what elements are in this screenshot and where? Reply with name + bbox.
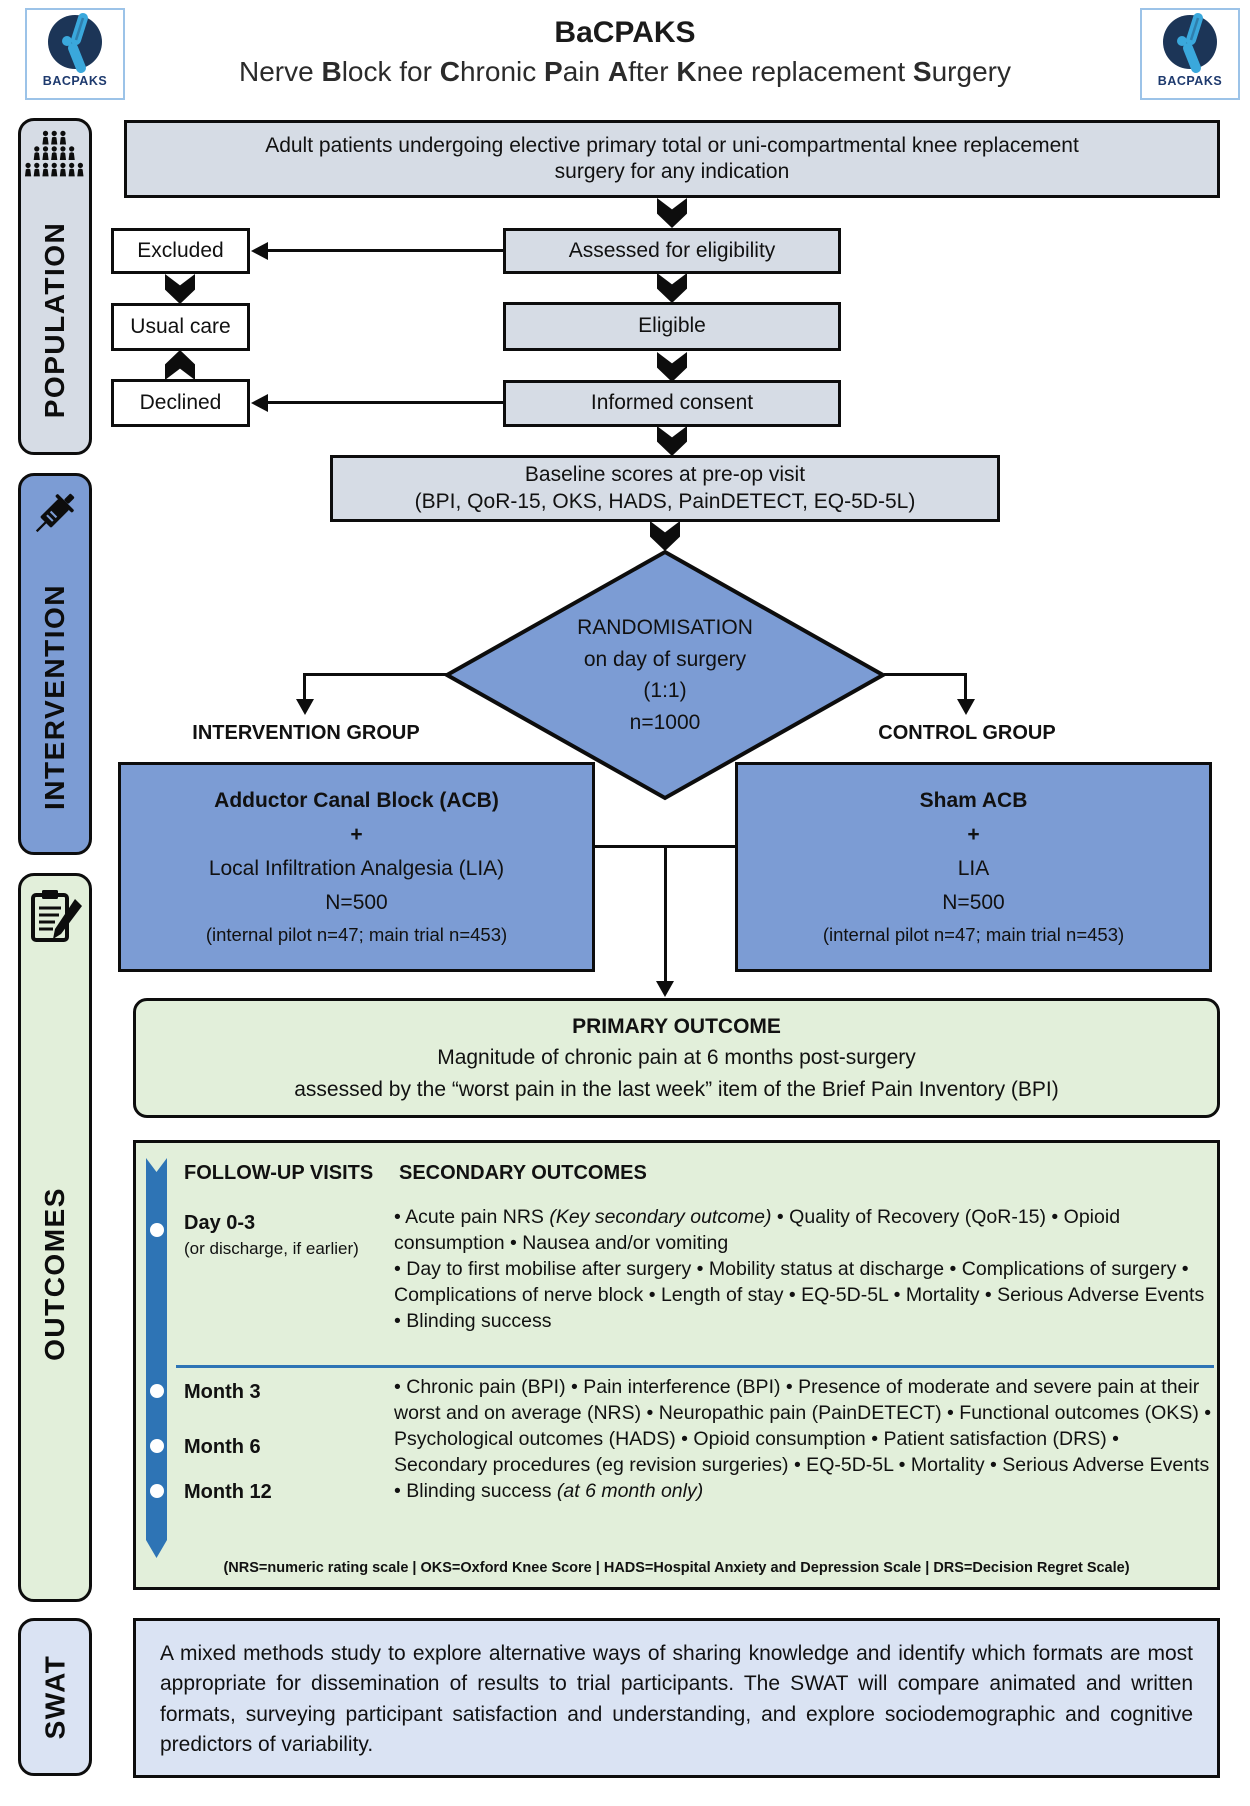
followup-visits-header: FOLLOW-UP VISITS [184, 1162, 374, 1184]
timeline-dot-day03 [149, 1223, 164, 1237]
control-treatment2: LIA [957, 857, 990, 881]
timeline-dot-month3 [149, 1384, 164, 1398]
connector-vertical [663, 845, 667, 983]
primary-outcome-line1: Magnitude of chronic pain at 6 months po… [437, 1046, 916, 1070]
visit-month12-label: Month 12 [184, 1481, 272, 1503]
arrowhead-left-declined [251, 394, 268, 412]
informed-consent-label: Informed consent [590, 391, 754, 415]
knee-joint-icon [48, 13, 102, 73]
control-group-label: CONTROL GROUP [878, 722, 1056, 744]
secondary-outcomes-block1: • Acute pain NRS (Key secondary outcome)… [394, 1206, 1205, 1332]
arrowhead-down-primary-outcome [656, 981, 674, 997]
sidebar-label-swat: SWAT [39, 1654, 70, 1740]
sidebar-tab-population: POPULATION [18, 118, 92, 455]
sidebar-tab-swat: SWAT [18, 1618, 92, 1776]
secondary-outcomes-box: FOLLOW-UP VISITS SECONDARY OUTCOMES Day … [133, 1140, 1220, 1590]
sidebar-label-intervention: INTERVENTION [39, 584, 71, 810]
usual-care-label: Usual care [130, 314, 231, 338]
primary-outcome-box: PRIMARY OUTCOME Magnitude of chronic pai… [133, 998, 1220, 1118]
informed-consent-box: Informed consent [503, 380, 841, 427]
randomisation-line4: n=1000 [629, 710, 701, 734]
visit-month3-label: Month 3 [184, 1381, 261, 1403]
randomisation-line2: on day of surgery [583, 647, 747, 671]
assessed-label: Assessed for eligibility [568, 238, 776, 262]
sidebar-tab-outcomes: OUTCOMES [18, 873, 92, 1602]
declined-box: Declined [111, 379, 250, 427]
arrow-line-assessed-to-excluded [266, 249, 503, 252]
timeline-dot-month6 [149, 1439, 164, 1453]
visit-day03-sub: (or discharge, if earlier) [184, 1239, 359, 1258]
population-criteria-text: Adult patients undergoing elective prima… [265, 133, 1079, 183]
logo-text: BACPAKS [1157, 74, 1223, 88]
logo-text: BACPAKS [42, 74, 108, 88]
arrow-line-informed-to-declined [266, 401, 503, 404]
eligible-box: Eligible [503, 302, 841, 351]
randomisation-diamond [442, 549, 888, 801]
primary-outcome-line2: assessed by the “worst pain in the last … [294, 1077, 1059, 1101]
intervention-pilot-note: (internal pilot n=47; main trial n=453) [205, 924, 508, 946]
clipboard-pencil-icon [31, 890, 82, 942]
excluded-label: Excluded [137, 238, 224, 262]
sidebar-label-population: POPULATION [39, 221, 71, 418]
bacpaks-logo-left: BACPAKS [25, 8, 125, 100]
baseline-line2: (BPI, QoR-15, OKS, HADS, PainDETECT, EQ-… [414, 489, 916, 513]
swat-box: A mixed methods study to explore alterna… [133, 1618, 1220, 1778]
arrow-down-to-eligible [657, 273, 687, 303]
control-group-box: Sham ACB + LIA N=500 (internal pilot n=4… [735, 762, 1212, 972]
page-subtitle: Nerve Block for Chronic Pain After Knee … [239, 56, 1011, 87]
timeline-dot-month12 [149, 1484, 164, 1498]
control-plus: + [967, 823, 980, 846]
elbow-line-left-horizontal [303, 673, 448, 676]
baseline-scores-box: Baseline scores at pre-op visit (BPI, Qo… [330, 455, 1000, 522]
sidebar-label-outcomes: OUTCOMES [39, 1186, 70, 1361]
population-criteria-box: Adult patients undergoing elective prima… [124, 120, 1220, 198]
intervention-treatment: Adductor Canal Block (ACB) [214, 788, 499, 812]
intervention-group-box: Adductor Canal Block (ACB) + Local Infil… [118, 762, 595, 972]
bacpaks-logo-right: BACPAKS [1140, 8, 1240, 100]
swat-text: A mixed methods study to explore alterna… [160, 1642, 1193, 1757]
visit-day03-label: Day 0-3 [184, 1212, 256, 1234]
arrow-up-declined-to-usualcare [165, 350, 195, 380]
secondary-outcomes-block2: • Chronic pain (BPI) • Pain interference… [394, 1376, 1212, 1502]
abbreviations-footnote: (NRS=numeric rating scale | OKS=Oxford K… [223, 1560, 1130, 1576]
intervention-n: N=500 [325, 891, 388, 915]
page-title: BaCPAKS [554, 16, 696, 49]
knee-joint-icon [1163, 13, 1217, 73]
control-treatment: Sham ACB [919, 788, 1028, 812]
timeline-separator [176, 1365, 1214, 1368]
arrowhead-left-excluded [251, 242, 268, 260]
secondary-outcomes-header: SECONDARY OUTCOMES [399, 1162, 647, 1184]
excluded-box: Excluded [111, 228, 250, 274]
arrow-down-to-informed [657, 352, 687, 382]
timeline-bar [146, 1158, 167, 1558]
elbow-line-right-horizontal [884, 673, 967, 676]
randomisation-line1: RANDOMISATION [577, 616, 753, 639]
arrowhead-down-intervention [295, 699, 314, 715]
intervention-group-label: INTERVENTION GROUP [192, 722, 420, 744]
syringe-icon [35, 493, 75, 533]
primary-outcome-title: PRIMARY OUTCOME [572, 1014, 781, 1038]
arrow-down-excluded-to-usualcare [165, 274, 195, 304]
randomisation-text: RANDOMISATION on day of surgery (1:1) n=… [475, 580, 855, 770]
randomisation-line3: (1:1) [643, 679, 687, 702]
baseline-line1: Baseline scores at pre-op visit [524, 463, 806, 487]
control-pilot-note: (internal pilot n=47; main trial n=453) [822, 924, 1125, 946]
elbow-line-left-vertical [303, 673, 306, 700]
intervention-treatment2: Local Infiltration Analgesia (LIA) [208, 857, 505, 881]
sidebar-tab-intervention: INTERVENTION [18, 473, 92, 855]
intervention-plus: + [350, 823, 363, 846]
assessed-box: Assessed for eligibility [503, 228, 841, 274]
arrow-down-to-baseline [657, 426, 687, 456]
arrow-down-to-assessed [657, 198, 687, 228]
eligible-label: Eligible [638, 314, 706, 338]
arrowhead-down-control [956, 699, 975, 715]
usual-care-box: Usual care [111, 303, 250, 351]
control-n: N=500 [942, 891, 1005, 915]
declined-label: Declined [139, 390, 222, 414]
visit-month6-label: Month 6 [184, 1436, 261, 1458]
elbow-line-right-vertical [964, 673, 967, 700]
crowd-icon [24, 130, 84, 177]
